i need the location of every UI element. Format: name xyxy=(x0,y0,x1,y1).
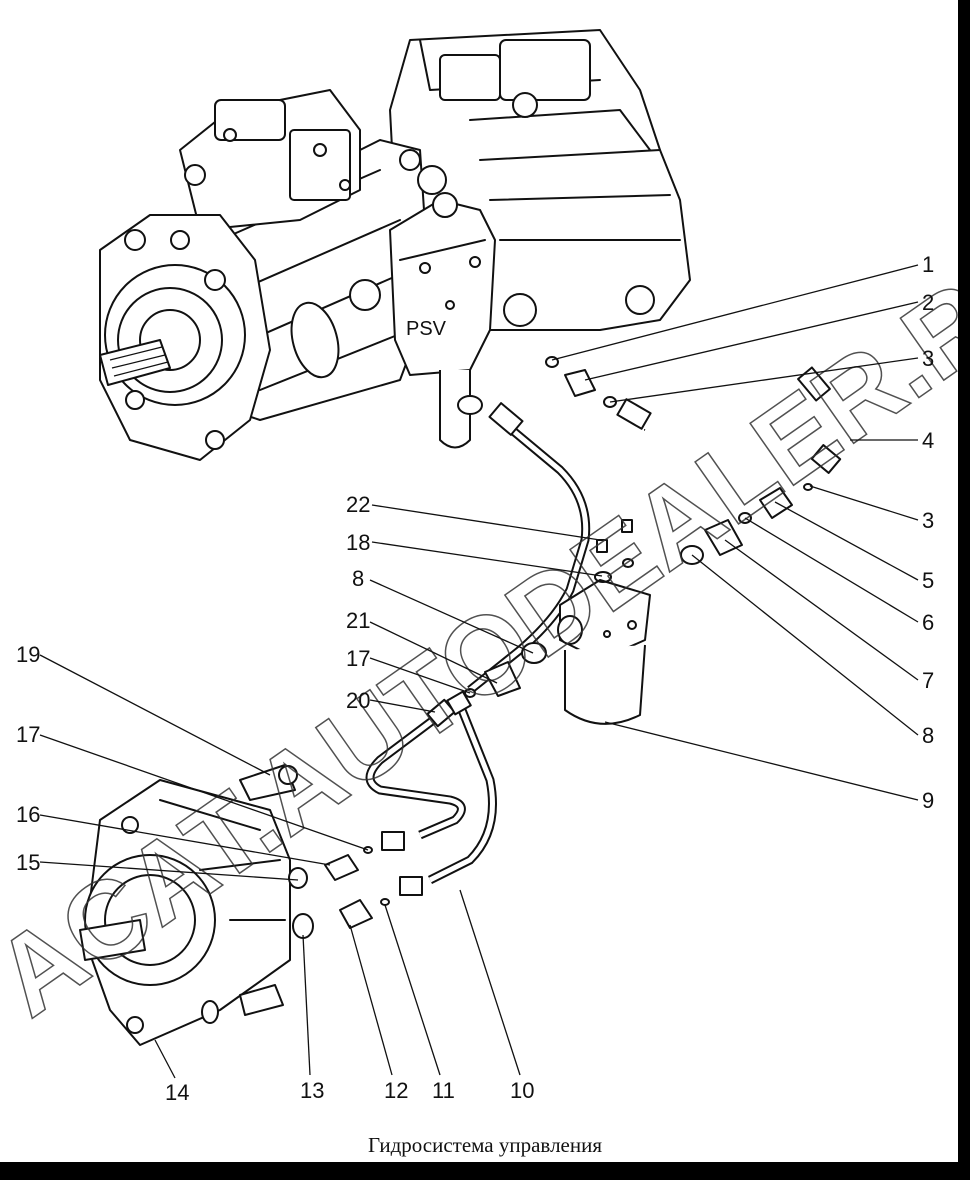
callout-18: 18 xyxy=(346,530,370,555)
callout-20: 20 xyxy=(346,688,370,713)
callout-8b: 8 xyxy=(352,566,364,591)
callout-4: 4 xyxy=(922,428,934,453)
callout-8a: 8 xyxy=(922,723,934,748)
callout-17b: 17 xyxy=(16,722,40,747)
callout-2: 2 xyxy=(922,290,934,315)
callout-21: 21 xyxy=(346,608,370,633)
callout-5: 5 xyxy=(922,568,934,593)
callout-15: 15 xyxy=(16,850,40,875)
psv-label: PSV xyxy=(406,318,447,340)
bottom-border xyxy=(0,1162,970,1180)
callout-13: 13 xyxy=(300,1078,324,1103)
callout-16: 16 xyxy=(16,802,40,827)
callout-3a: 3 xyxy=(922,346,934,371)
filter-9-drawing xyxy=(557,519,651,725)
callout-19: 19 xyxy=(16,642,40,667)
leader-lines xyxy=(39,264,919,1079)
callout-12: 12 xyxy=(384,1078,408,1103)
diagram-caption: Гидросистема управления xyxy=(367,1133,602,1157)
callout-6: 6 xyxy=(922,610,934,635)
gear-pump-14-drawing xyxy=(79,764,390,1046)
callout-9: 9 xyxy=(922,788,934,813)
callout-numbers: 1 2 3 4 3 5 6 7 8 9 22 18 8 21 17 20 19 … xyxy=(16,252,934,1105)
right-border xyxy=(958,0,970,1180)
pipe-4-drawing xyxy=(616,331,842,474)
pipes-10-20-drawing xyxy=(365,402,591,896)
main-pump-drawing: PSV xyxy=(99,29,691,461)
callout-1: 1 xyxy=(922,252,934,277)
callout-17a: 17 xyxy=(346,646,370,671)
callout-7: 7 xyxy=(922,668,934,693)
callout-11: 11 xyxy=(432,1078,455,1103)
callout-22: 22 xyxy=(346,492,370,517)
callout-10: 10 xyxy=(510,1078,534,1103)
callout-3b: 3 xyxy=(922,508,934,533)
callout-14: 14 xyxy=(165,1080,189,1105)
